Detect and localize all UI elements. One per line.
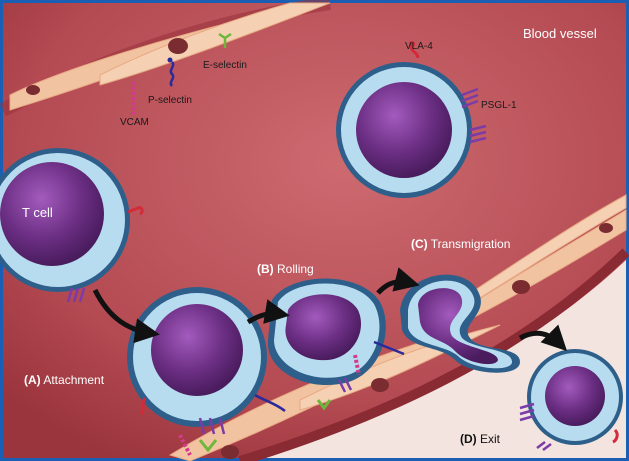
- vessel-title: Blood vessel: [523, 27, 597, 40]
- vla4-label: VLA-4: [405, 42, 433, 52]
- stage-d-name: Exit: [480, 432, 500, 446]
- t-cell-label: T cell: [22, 206, 53, 219]
- eselectin-label: E-selectin: [203, 61, 247, 71]
- stage-a-tag: (A): [24, 373, 41, 387]
- stage-b-tag: (B): [257, 262, 274, 276]
- stage-c-tag: (C): [411, 237, 428, 251]
- stage-b-name: Rolling: [277, 262, 314, 276]
- vcam-label: VCAM: [120, 118, 149, 128]
- psgl1-label: PSGL-1: [481, 101, 517, 111]
- stage-a-label: (A) Attachment: [24, 374, 104, 386]
- stage-d-label: (D) Exit: [460, 433, 500, 445]
- stage-c-label: (C) Transmigration: [411, 238, 510, 250]
- stage-b-label: (B) Rolling: [257, 263, 314, 275]
- pselectin-label: P-selectin: [148, 96, 192, 106]
- stage-a-name: Attachment: [43, 373, 104, 387]
- stage-c-name: Transmigration: [431, 237, 511, 251]
- stage-d-tag: (D): [460, 432, 477, 446]
